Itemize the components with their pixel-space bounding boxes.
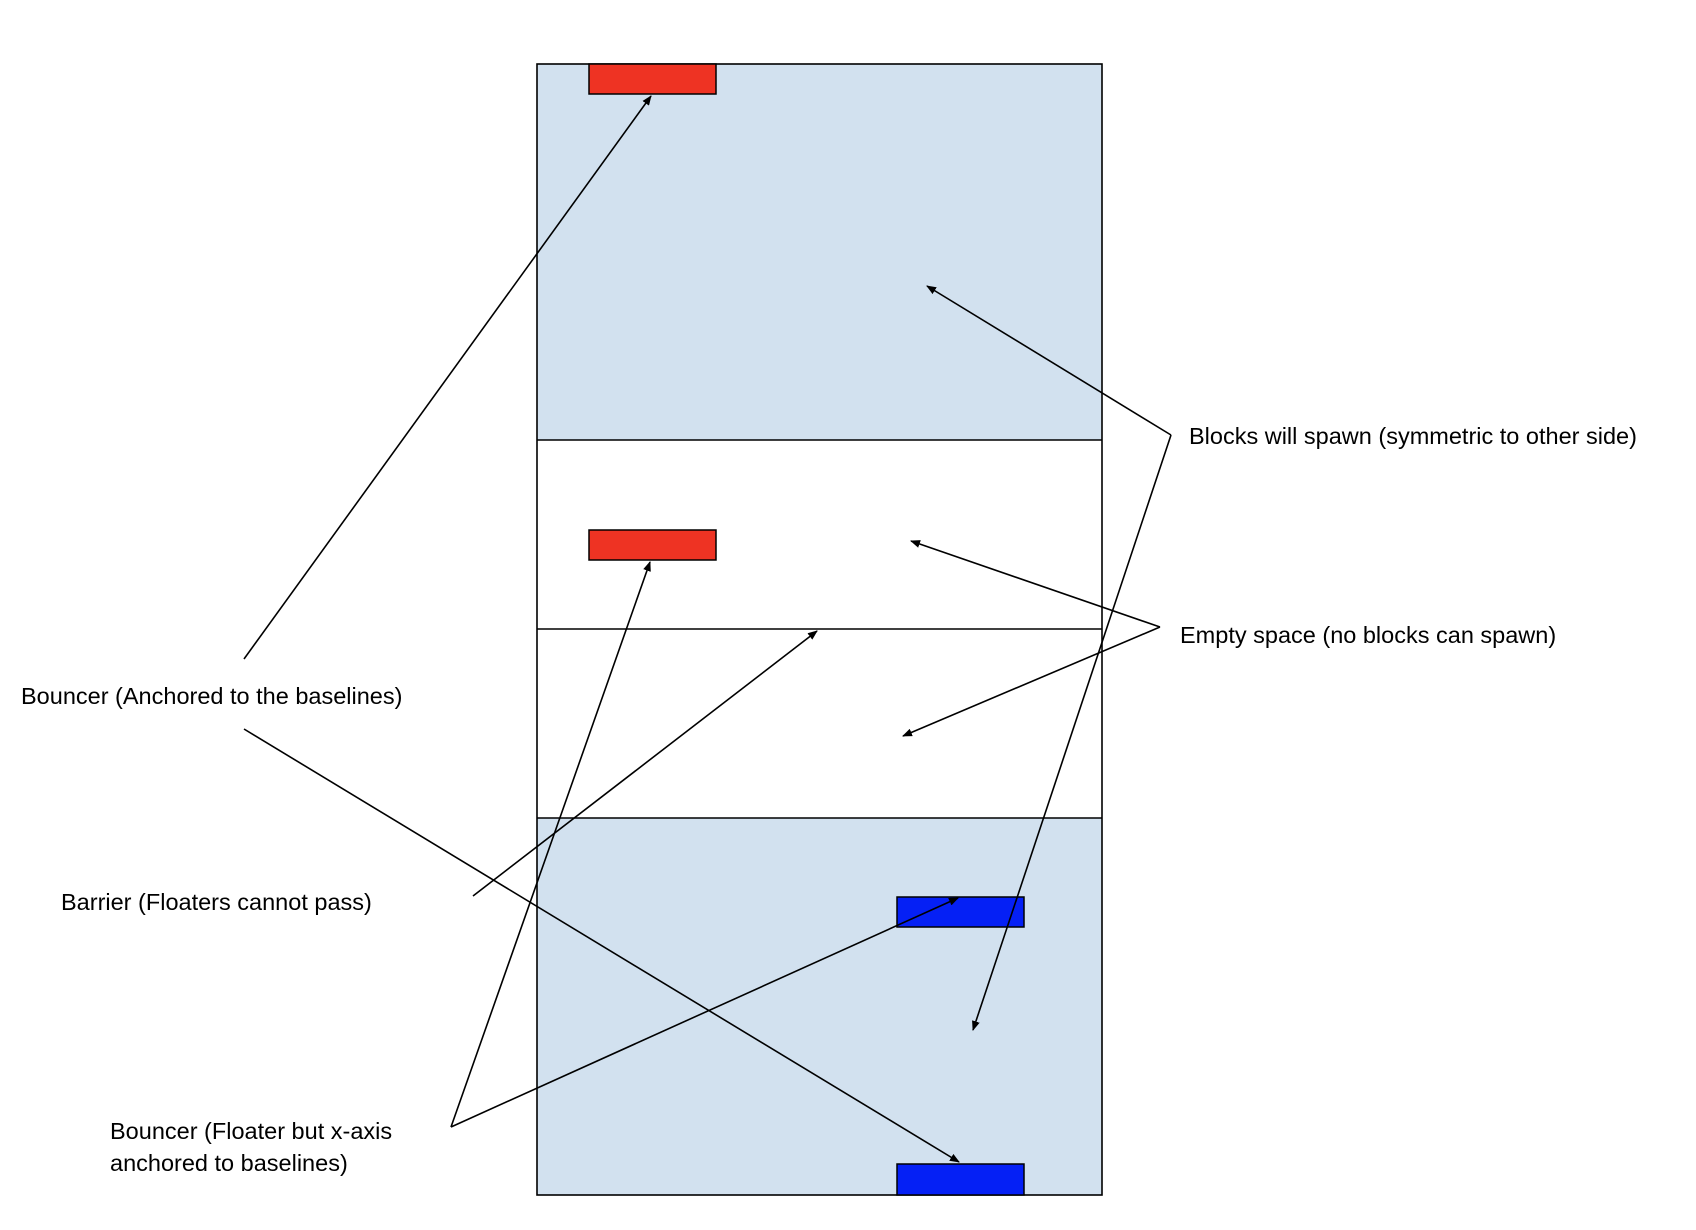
lower-empty-zone	[537, 629, 1102, 818]
bottom-spawn-zone	[537, 818, 1102, 1195]
label-bouncer-floater-line2: anchored to baselines)	[110, 1150, 348, 1176]
label-bouncer-floater-line1: Bouncer (Floater but x-axis	[110, 1118, 392, 1144]
label-barrier: Barrier (Floaters cannot pass)	[61, 889, 372, 915]
arrow-bouncer-anchored-top	[243, 95, 652, 660]
arrow-floater-blue	[450, 897, 959, 1128]
arrow-spawn-bottom	[972, 434, 1172, 1031]
label-blocks-spawn: Blocks will spawn (symmetric to other si…	[1189, 423, 1637, 449]
arrow-spawn-top	[926, 285, 1172, 436]
red-baseline-bouncer	[588, 63, 717, 95]
label-bouncer-anchored: Bouncer (Anchored to the baselines)	[21, 683, 402, 709]
red-floater-bouncer	[588, 529, 717, 561]
arrow-bouncer-anchored-bottom	[243, 728, 960, 1163]
top-spawn-zone	[537, 64, 1102, 440]
arrow-floater-red	[450, 561, 651, 1128]
blue-floater-bouncer	[896, 896, 1025, 928]
label-empty-space: Empty space (no blocks can spawn)	[1180, 622, 1556, 648]
arrow-empty-upper	[910, 540, 1161, 628]
blue-baseline-bouncer	[896, 1163, 1025, 1196]
arrow-barrier	[472, 630, 818, 897]
arrow-empty-lower	[902, 626, 1161, 737]
